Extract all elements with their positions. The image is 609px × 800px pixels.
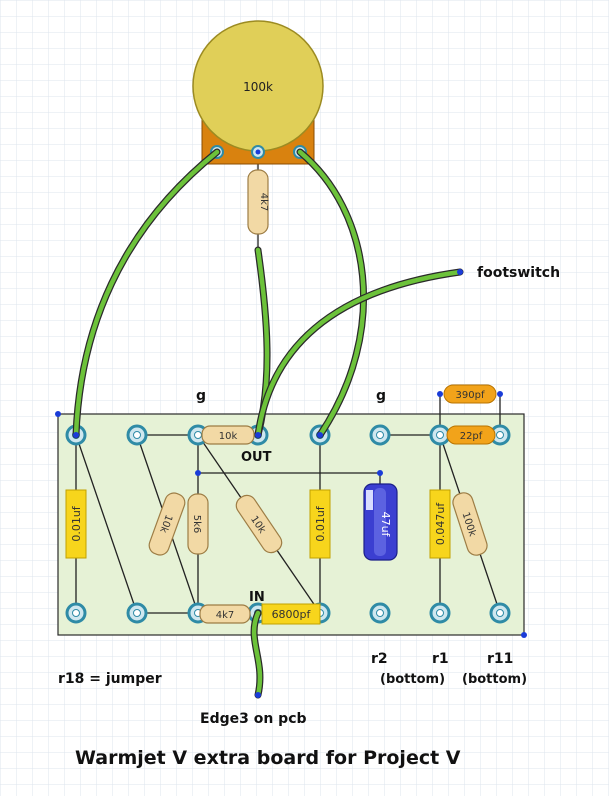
svg-text:22pf: 22pf: [460, 431, 483, 442]
cap-electrolytic: 47uf: [363, 483, 398, 561]
pad: [369, 602, 391, 624]
resistor-diag2: 5k6: [187, 493, 209, 555]
resistor-pot-series: 4k7: [247, 169, 269, 235]
pad: [489, 602, 511, 624]
label-r11: r11: [487, 651, 513, 667]
diagram-title: Warmjet V extra board for Project V: [75, 747, 461, 769]
resistor-top: 10k: [201, 425, 255, 445]
cap-22pf: 22pf: [446, 425, 496, 445]
svg-text:4k7: 4k7: [216, 610, 235, 621]
label-r18: r18 = jumper: [58, 671, 162, 687]
label-r1: r1: [432, 651, 449, 667]
pad: [429, 602, 451, 624]
svg-text:0.01uf: 0.01uf: [314, 505, 327, 541]
cap-390pf: 390pf: [437, 384, 503, 404]
cap-left: 0.01uf: [65, 489, 87, 559]
resistor-diag3: 10k: [235, 494, 283, 554]
label-r11-bottom: (bottom): [462, 672, 527, 687]
pads-bottom-row: [65, 602, 511, 624]
label-footswitch: footswitch: [477, 265, 560, 281]
svg-text:10k: 10k: [219, 431, 238, 442]
pad: [65, 602, 87, 624]
pad: [369, 424, 391, 446]
resistor-right: 100k: [452, 492, 488, 556]
cap-mid: 0.01uf: [309, 489, 331, 559]
svg-text:0.047uf: 0.047uf: [434, 502, 447, 545]
svg-text:5k6: 5k6: [191, 515, 202, 534]
label-out: OUT: [241, 450, 272, 465]
label-r1-bottom: (bottom): [380, 672, 445, 687]
pads-top-row: [65, 424, 511, 446]
svg-text:4k7: 4k7: [258, 193, 269, 212]
board: [57, 413, 525, 636]
potentiometer: 100k: [192, 20, 324, 165]
label-g2: g: [376, 388, 386, 404]
label-r2: r2: [371, 651, 388, 667]
pot-label: 100k: [243, 80, 273, 94]
resistor-diag1: 10k: [148, 492, 186, 556]
cap-6800pf: 6800pf: [261, 603, 321, 625]
pad: [489, 424, 511, 446]
resistor-bottom: 4k7: [199, 604, 251, 624]
svg-text:390pf: 390pf: [456, 390, 485, 401]
pad: [429, 424, 451, 446]
hookup-wires: [72, 148, 464, 699]
pad: [126, 424, 148, 446]
svg-text:6800pf: 6800pf: [272, 608, 312, 621]
svg-text:0.01uf: 0.01uf: [70, 505, 83, 541]
svg-text:47uf: 47uf: [379, 512, 392, 538]
label-in: IN: [249, 590, 265, 605]
label-edge3: Edge3 on pcb: [200, 711, 307, 727]
pad: [126, 602, 148, 624]
label-g1: g: [196, 388, 206, 404]
cap-right: 0.047uf: [429, 489, 451, 559]
